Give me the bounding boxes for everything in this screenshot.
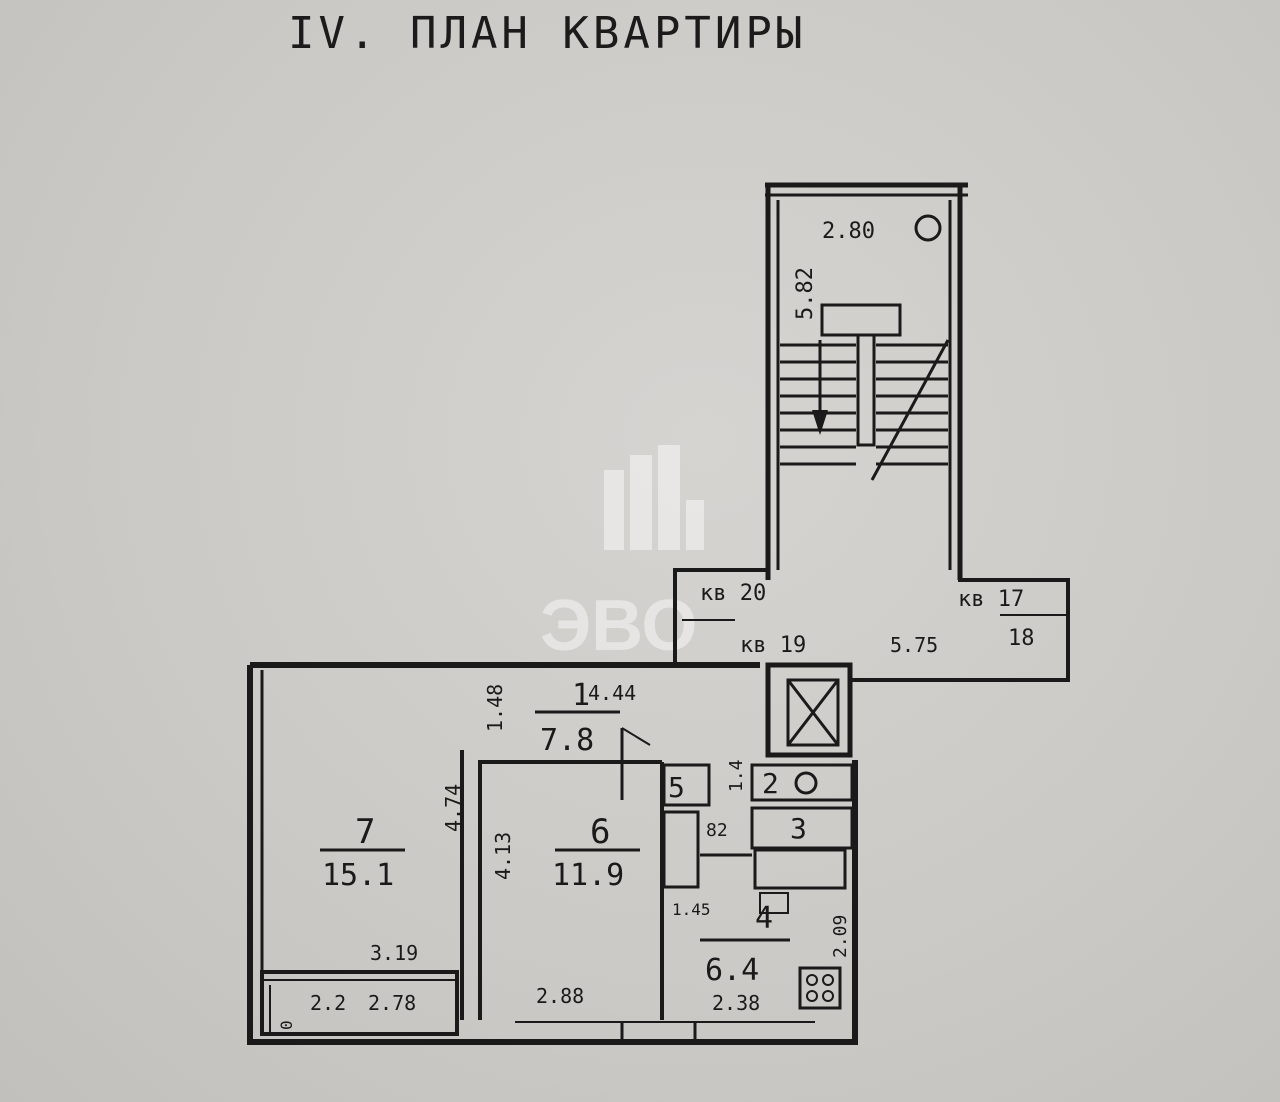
corridor-dimension-label: 5.75	[890, 633, 938, 657]
room-4-height: 2.09	[830, 915, 851, 958]
room-6-length: 4.13	[491, 832, 515, 880]
stair-width-label: 2.80	[822, 219, 875, 244]
room-7-number: 7	[355, 812, 375, 852]
room-4-area: 6.4	[705, 953, 759, 988]
room-4-depth: 1.45	[672, 900, 711, 919]
room-6-width: 2.88	[536, 984, 584, 1008]
apartment-walls	[247, 662, 858, 1045]
room-2-number: 2	[762, 767, 779, 800]
neighbor-apt-18-label: 18	[1008, 626, 1035, 651]
balcony-dim-3: 0	[277, 1020, 296, 1030]
stove-icon	[798, 966, 842, 1010]
room-4-number: 4	[755, 901, 773, 936]
bathtub-icon	[753, 848, 847, 890]
balcony-labels: 2.2 2.78 0	[277, 991, 416, 1030]
arrow-down-icon	[812, 410, 828, 435]
room-7-width: 3.19	[370, 941, 418, 965]
room-2-dim: 1.4	[726, 759, 747, 792]
balcony-dim-1: 2.2	[310, 991, 346, 1015]
room-6-area: 11.9	[552, 858, 624, 893]
stairwell: 2.80 5.82	[765, 182, 968, 580]
room-7-label: 7 15.1 4.74 3.19	[320, 784, 465, 965]
toilet-icon	[794, 771, 818, 795]
circle-marker-icon	[914, 214, 942, 242]
plan-title: IV. ПЛАН КВАРТИРЫ	[288, 8, 807, 59]
room-6-number: 6	[590, 812, 610, 852]
watermark-text: ЭВО	[540, 586, 697, 666]
room-1-number: 1	[572, 678, 590, 713]
room-7-area: 15.1	[322, 858, 394, 893]
landing: кв 20 кв 19 кв 17 18 5.75	[673, 568, 1070, 682]
room-3-number: 3	[790, 812, 807, 845]
neighbor-apt-19-label: кв 19	[740, 633, 806, 658]
stair-length-label: 5.82	[793, 267, 818, 320]
neighbor-apt-20-label: кв 20	[700, 581, 766, 606]
sink-icon	[759, 892, 789, 914]
room-1-label: 1 7.8 4.44 1.48	[483, 678, 636, 758]
room-4-width: 2.38	[712, 991, 760, 1015]
room-1-width: 1.48	[483, 684, 507, 732]
neighbor-apt-17-label: кв 17	[958, 587, 1024, 612]
room-3-dim: 82	[706, 820, 728, 841]
room-4-label: 4 6.4 2.09 2.38 1.45	[672, 900, 851, 1015]
room-3-label: 3 82	[706, 812, 807, 845]
room-5-label: 5	[668, 771, 685, 804]
elevator-shaft	[765, 662, 853, 758]
room-6-label: 6 11.9 4.13 2.88	[491, 812, 640, 1008]
room-5-number: 5	[668, 771, 685, 804]
room-7-length: 4.74	[441, 784, 465, 832]
room-2-label: 2 1.4	[726, 759, 779, 800]
room-1-area: 7.8	[540, 723, 594, 758]
watermark-logo: ЭВО	[540, 445, 704, 666]
room-1-length: 4.44	[588, 681, 636, 705]
stair-steps	[780, 339, 950, 481]
balcony-dim-2: 2.78	[368, 991, 416, 1015]
